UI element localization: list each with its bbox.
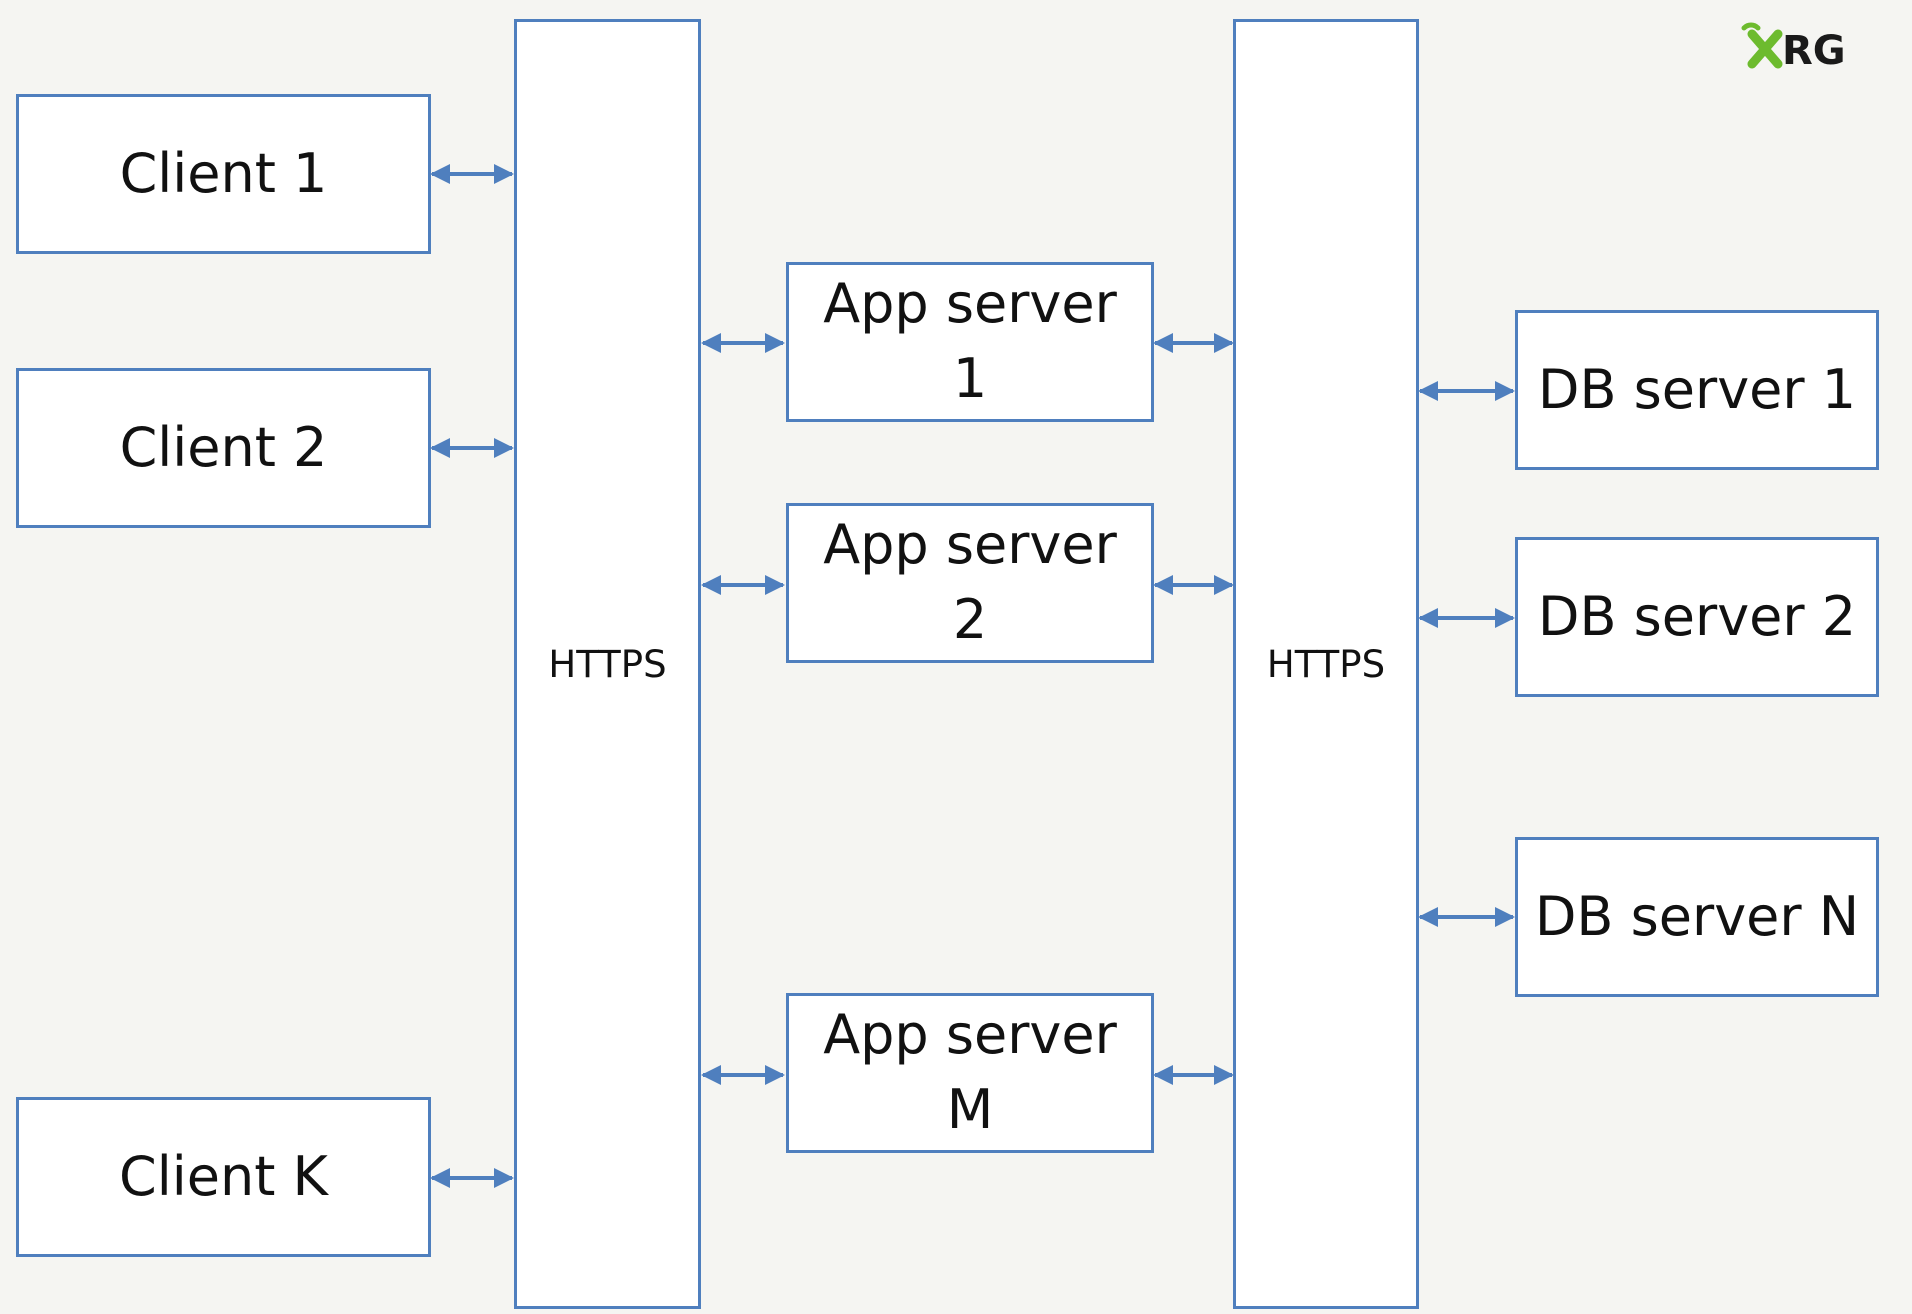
https-bus-left: HTTPS [514, 19, 701, 1309]
client-1-box: Client 1 [16, 94, 431, 254]
db-server-n-label: DB server N [1534, 884, 1860, 948]
db-server-1-box: DB server 1 [1515, 310, 1879, 470]
app-server-m-label-line2: M [946, 1078, 994, 1141]
app-server-1-label-line2: 1 [952, 347, 988, 410]
db-server-2-box: DB server 2 [1515, 537, 1879, 697]
app-server-m-box: App server M [786, 993, 1154, 1153]
https-bus-left-label: HTTPS [548, 642, 667, 686]
client-k-label: Client K [119, 1144, 328, 1208]
https-bus-right: HTTPS [1233, 19, 1419, 1309]
https-bus-right-label: HTTPS [1266, 642, 1386, 686]
xrg-logo: RG [1741, 22, 1846, 72]
app-server-2-label-line2: 2 [952, 588, 988, 651]
db-server-1-label: DB server 1 [1537, 357, 1857, 421]
client-2-box: Client 2 [16, 368, 431, 528]
app-server-m-label-line1: App server [823, 1003, 1117, 1067]
app-server-1-label-line1: App server [823, 272, 1117, 336]
client-2-label: Client 2 [119, 415, 328, 479]
xrg-logo-text: RG [1782, 28, 1846, 72]
app-server-2-box: App server 2 [786, 503, 1154, 663]
client-1-label: Client 1 [119, 141, 328, 205]
db-server-2-label: DB server 2 [1537, 584, 1857, 648]
app-server-2-label-line1: App server [823, 513, 1117, 577]
app-server-1-box: App server 1 [786, 262, 1154, 422]
client-k-box: Client K [16, 1097, 431, 1257]
db-server-n-box: DB server N [1515, 837, 1879, 997]
